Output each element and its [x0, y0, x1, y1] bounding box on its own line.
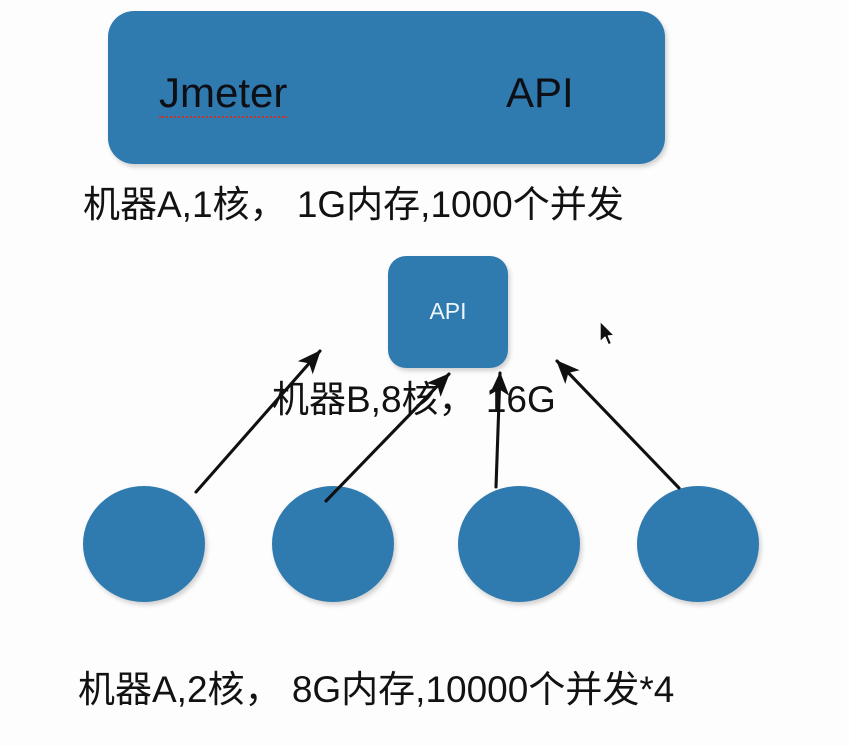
worker-circle-3[interactable]	[458, 486, 580, 602]
mouse-cursor-icon	[599, 320, 616, 346]
caption-machine-a-bottom: 机器A,2核， 8G内存,10000个并发*4	[78, 669, 675, 710]
top-api-label: API	[506, 69, 574, 116]
arrow-worker-1-to-api	[194, 349, 322, 494]
worker-circle-1[interactable]	[83, 486, 205, 602]
api-node-label: API	[429, 298, 467, 324]
worker-circle-4[interactable]	[637, 486, 759, 602]
jmeter-api-box[interactable]	[108, 11, 665, 164]
api-node-box[interactable]	[388, 256, 508, 368]
worker-circle-2[interactable]	[272, 486, 394, 602]
arrow-worker-4-to-api	[555, 359, 681, 490]
jmeter-label: Jmeter	[159, 69, 288, 118]
caption-machine-b: 机器B,8核， 16G	[272, 379, 556, 420]
caption-machine-a-top: 机器A,1核， 1G内存,1000个并发	[83, 184, 624, 225]
